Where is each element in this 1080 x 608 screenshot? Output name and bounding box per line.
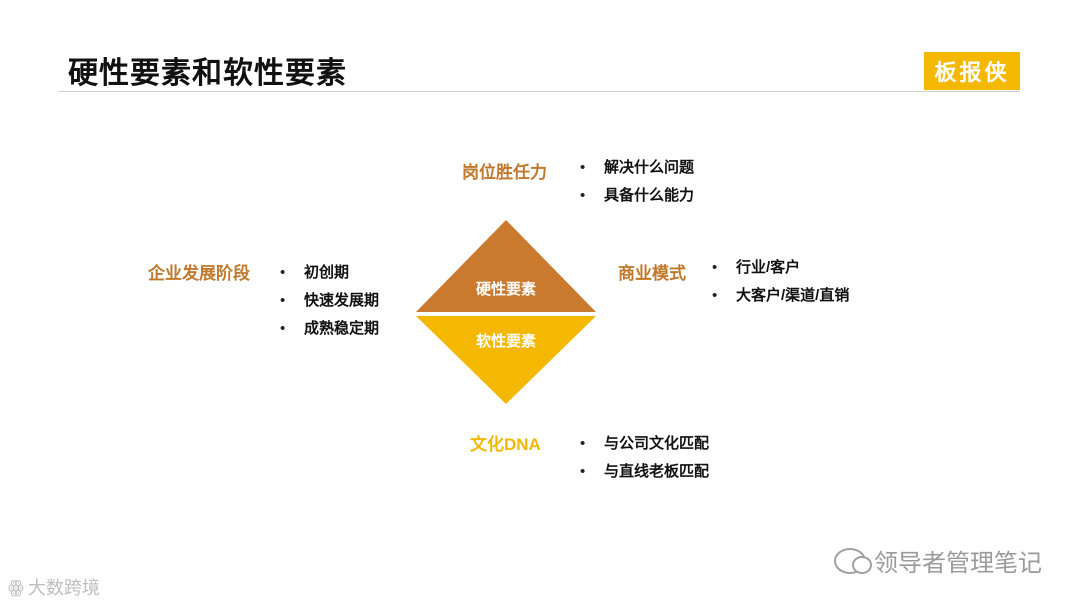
- paw-icon: ꙮ: [8, 576, 24, 597]
- competency-list: 解决什么问题 具备什么能力: [580, 154, 694, 210]
- list-item: 与公司文化匹配: [580, 430, 709, 458]
- soft-factor-triangle: [416, 316, 596, 404]
- page-title: 硬性要素和软性要素: [68, 57, 347, 90]
- hard-soft-diamond: 硬性要素 软性要素: [416, 220, 596, 404]
- business-list: 行业/客户 大客户/渠道/直销: [712, 254, 849, 310]
- corner-watermark: ꙮ 大数跨境: [8, 574, 100, 600]
- stage-list: 初创期 快速发展期 成熟稳定期: [280, 259, 379, 343]
- list-item: 解决什么问题: [580, 154, 694, 182]
- list-item: 快速发展期: [280, 287, 379, 315]
- list-item: 具备什么能力: [580, 182, 694, 210]
- hard-factor-triangle: [416, 220, 596, 312]
- corner-watermark-text: 大数跨境: [27, 578, 100, 598]
- culture-list: 与公司文化匹配 与直线老板匹配: [580, 430, 709, 486]
- list-item: 初创期: [280, 259, 379, 287]
- culture-heading: 文化DNA: [470, 435, 541, 454]
- hard-factor-label: 硬性要素: [476, 280, 536, 298]
- list-item: 与直线老板匹配: [580, 458, 709, 486]
- stage-heading: 企业发展阶段: [148, 264, 250, 283]
- title-divider: [58, 91, 1020, 92]
- wechat-icon: [834, 547, 872, 574]
- account-watermark: 领导者管理笔记: [834, 543, 1042, 578]
- account-name: 领导者管理笔记: [874, 550, 1042, 577]
- diamond-divider: [416, 312, 596, 315]
- list-item: 大客户/渠道/直销: [712, 282, 849, 310]
- soft-factor-label: 软性要素: [476, 332, 536, 350]
- brand-logo: 板报侠: [924, 52, 1020, 90]
- list-item: 成熟稳定期: [280, 315, 379, 343]
- competency-heading: 岗位胜任力: [462, 163, 547, 182]
- list-item: 行业/客户: [712, 254, 849, 282]
- business-heading: 商业模式: [618, 264, 686, 283]
